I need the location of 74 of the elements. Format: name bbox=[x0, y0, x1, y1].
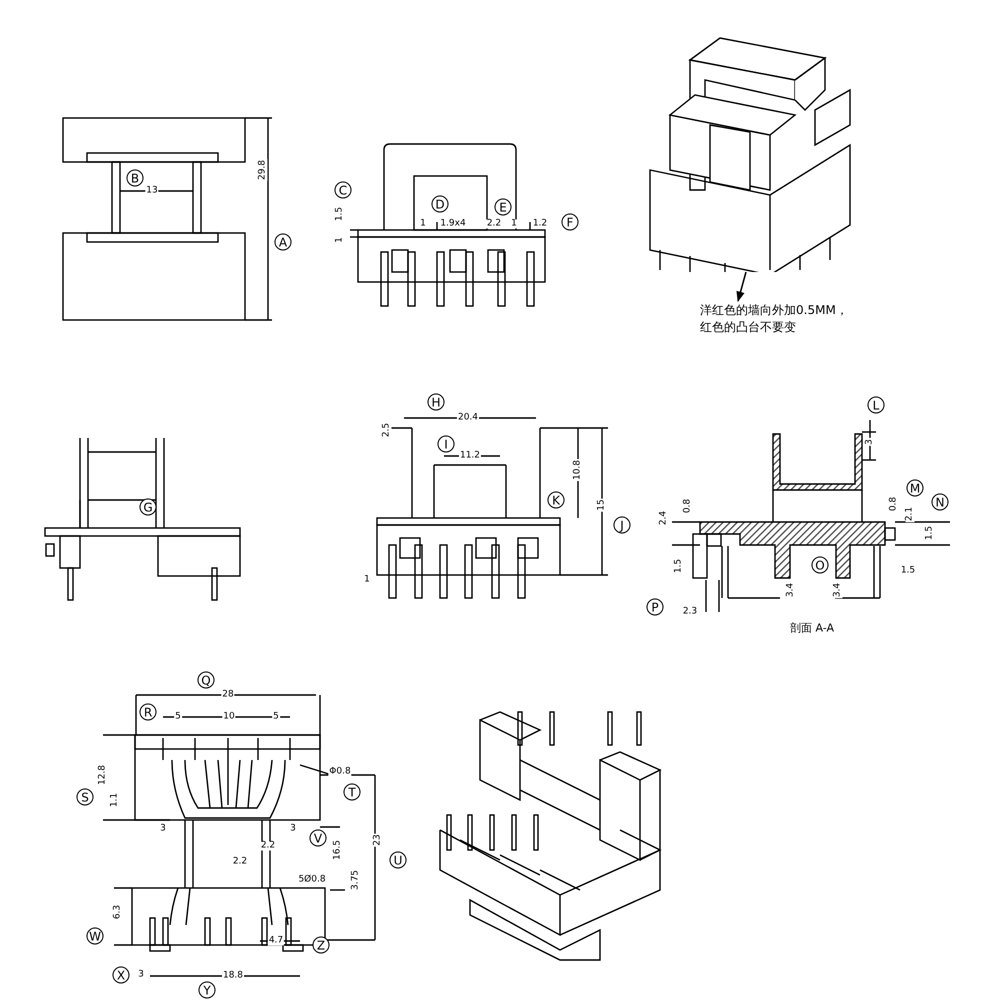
dimension-label: Φ0.8 bbox=[328, 768, 352, 776]
callout-letter: A bbox=[274, 234, 292, 250]
dimension-label: 2.2 bbox=[232, 858, 248, 866]
callout-letter: V bbox=[310, 830, 326, 846]
dimension-label: 3.4 bbox=[834, 582, 842, 598]
dimension-label: 1.9x4 bbox=[439, 220, 467, 228]
leader-arrow bbox=[736, 272, 747, 302]
dimension-label: 2.2 bbox=[260, 842, 276, 850]
callout-letter: U bbox=[390, 852, 406, 868]
dimension-label: 6.3 bbox=[114, 904, 122, 920]
dimension-label: 2.2 bbox=[486, 220, 502, 228]
note-text: 洋红色的墙向外加0.5MM，红色的凸台不要变 bbox=[700, 302, 850, 337]
dimension-label: 1.5 bbox=[926, 524, 934, 542]
dimension-label: 1.1 bbox=[110, 792, 120, 808]
callout-letter: S bbox=[76, 788, 94, 806]
dimension-label: 1.5 bbox=[336, 206, 344, 222]
callout-letter: M bbox=[906, 480, 924, 496]
dimension-label: 1.5 bbox=[900, 566, 916, 576]
dimension-label: 3 bbox=[866, 438, 874, 446]
dimension-label: 29.8 bbox=[258, 158, 268, 182]
dimension-label: 5 bbox=[174, 712, 182, 722]
dimension-label: 0.8 bbox=[684, 498, 692, 514]
dimension-label: 1 bbox=[363, 576, 371, 584]
dimension-label: 23 bbox=[374, 833, 382, 847]
callout-letter: P bbox=[646, 598, 664, 616]
dimension-label: 2.5 bbox=[382, 422, 392, 438]
dimension-label: 13 bbox=[145, 186, 159, 196]
dimension-label: 3 bbox=[159, 824, 167, 834]
callout-letter: D bbox=[432, 196, 448, 212]
callout-letter: T bbox=[344, 784, 360, 800]
dimension-label: 4.7 bbox=[268, 936, 284, 946]
callout-letter: Z bbox=[312, 936, 330, 954]
dimension-label: 3.75 bbox=[352, 868, 360, 892]
callout-letter: E bbox=[494, 198, 512, 216]
callout-letter: H bbox=[428, 394, 444, 410]
dimension-label: 2.3 bbox=[682, 608, 698, 616]
dimension-label: 12.8 bbox=[98, 764, 108, 786]
dimension-label: 5Ø0.8 bbox=[297, 876, 327, 884]
dimension-label: 16.5 bbox=[334, 838, 342, 862]
dimension-label: 2.1 bbox=[906, 506, 914, 522]
callout-letter: N bbox=[932, 494, 948, 510]
callout-letter: J bbox=[614, 516, 630, 534]
callout-letter: Y bbox=[198, 982, 216, 998]
dimension-label: 1 bbox=[510, 220, 518, 228]
callout-letter: I bbox=[438, 436, 454, 452]
callout-letter: L bbox=[868, 396, 884, 414]
dimension-label: 3 bbox=[289, 824, 297, 834]
dimension-label: 1.5 bbox=[674, 558, 684, 574]
callout-letter: Q bbox=[198, 672, 214, 688]
callout-letter: G bbox=[140, 498, 156, 516]
section-label: 剖面 A-A bbox=[790, 622, 834, 634]
dimension-label: 28 bbox=[221, 690, 235, 700]
dimension-label: 5 bbox=[272, 712, 280, 722]
callout-letter: X bbox=[112, 966, 130, 984]
dimension-label: 2.4 bbox=[660, 510, 668, 526]
dimension-label: 18.8 bbox=[222, 972, 244, 980]
dimension-label: 3.4 bbox=[786, 582, 796, 598]
dimension-label: 1 bbox=[419, 220, 427, 228]
callout-letter: F bbox=[562, 214, 578, 230]
callout-letter: B bbox=[126, 170, 144, 186]
dimension-label: 0.8 bbox=[890, 496, 898, 512]
dimension-label: 1.2 bbox=[532, 220, 548, 228]
dimension-label: 3 bbox=[137, 970, 145, 980]
callout-letter: R bbox=[140, 704, 156, 720]
dimension-label: 10.8 bbox=[574, 458, 582, 482]
dimension-label: 1 bbox=[336, 236, 344, 244]
dimension-label: 15 bbox=[598, 498, 606, 512]
callout-letter: C bbox=[334, 182, 352, 198]
dimension-label: 11.2 bbox=[458, 452, 482, 460]
callout-letter: K bbox=[548, 492, 564, 508]
dimension-label: 10 bbox=[222, 712, 236, 722]
callout-letter: O bbox=[812, 556, 828, 574]
dimension-label: 20.4 bbox=[456, 414, 480, 422]
callout-letter: W bbox=[86, 928, 104, 944]
